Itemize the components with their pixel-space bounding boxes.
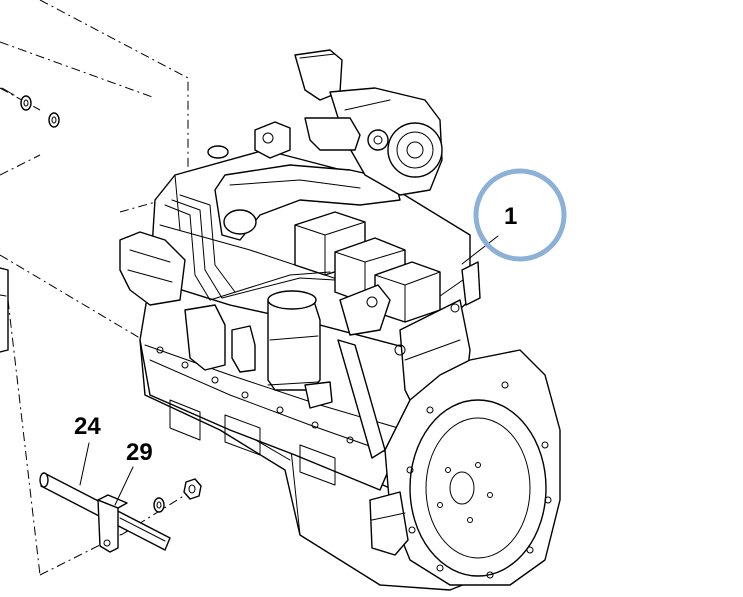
washer-and-nut bbox=[153, 478, 202, 513]
bracket-part bbox=[97, 494, 128, 553]
engine-assembly bbox=[119, 49, 561, 591]
left-mount-bracket bbox=[0, 267, 9, 353]
leader-lines bbox=[79, 235, 499, 506]
callout-label-bracket: 29 bbox=[126, 439, 153, 466]
callout-label-engine: 1 bbox=[504, 203, 517, 230]
highlight-circle bbox=[473, 168, 567, 262]
callout-label-rod: 24 bbox=[74, 413, 101, 440]
top-left-hardware bbox=[1, 87, 60, 128]
